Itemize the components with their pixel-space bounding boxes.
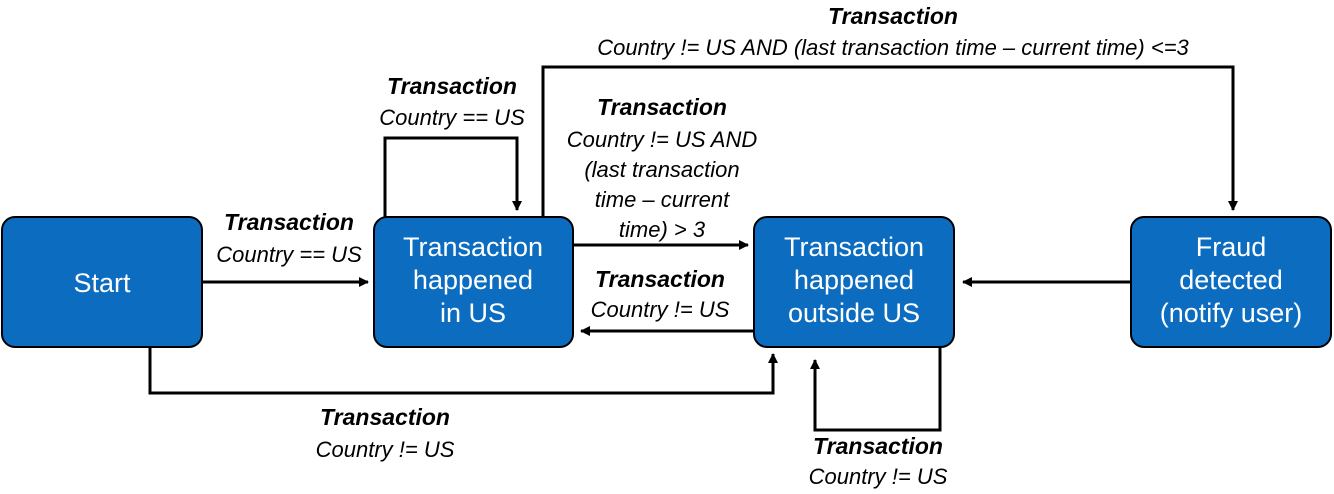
label-in-us-to-outside: Transaction Country != US AND (last tran… — [567, 94, 758, 242]
label-in-us-to-outside-condition-3: time – current — [595, 187, 730, 212]
label-in-us-self-loop: Transaction Country == US — [379, 73, 525, 130]
label-in-us-to-fraud-condition: Country != US AND (last transaction time… — [597, 35, 1189, 60]
label-in-us-self-condition: Country == US — [379, 105, 525, 130]
label-start-to-outside: Transaction Country != US — [316, 404, 455, 462]
label-outside-to-in-us-title: Transaction — [595, 266, 725, 292]
state-fraud-line-3: (notify user) — [1160, 298, 1303, 328]
label-start-to-in-us-title: Transaction — [224, 209, 354, 235]
state-outside-us-line-3: outside US — [788, 298, 920, 328]
label-in-us-to-outside-condition-1: Country != US AND — [567, 127, 758, 152]
label-in-us-to-fraud: Transaction Country != US AND (last tran… — [597, 3, 1189, 60]
label-in-us-to-fraud-title: Transaction — [828, 3, 958, 29]
state-outside-us-line-2: happened — [794, 265, 914, 295]
state-fraud-detected: Fraud detected (notify user) — [1130, 216, 1332, 348]
state-fraud-line-1: Fraud — [1196, 232, 1267, 262]
label-outside-self-loop: Transaction Country != US — [809, 433, 948, 489]
state-in-us: Transaction happened in US — [373, 216, 574, 348]
label-in-us-to-outside-condition-2: (last transaction — [584, 157, 739, 182]
state-start: Start — [1, 216, 203, 348]
state-fraud-line-2: detected — [1179, 265, 1283, 295]
state-outside-us-line-1: Transaction — [784, 232, 924, 262]
label-outside-to-in-us-condition: Country != US — [591, 297, 730, 322]
state-start-label: Start — [73, 268, 131, 298]
label-outside-to-in-us: Transaction Country != US — [591, 266, 730, 322]
state-in-us-line-2: happened — [413, 265, 533, 295]
edge-in-us-self-loop — [383, 136, 522, 217]
label-in-us-self-title: Transaction — [387, 73, 517, 99]
label-start-to-in-us-condition: Country == US — [216, 242, 362, 267]
state-in-us-line-3: in US — [440, 298, 506, 328]
label-in-us-to-outside-condition-4: time) > 3 — [619, 217, 706, 242]
label-start-to-outside-title: Transaction — [320, 404, 450, 430]
label-start-to-outside-condition: Country != US — [316, 437, 455, 462]
label-outside-self-condition: Country != US — [809, 464, 948, 489]
label-in-us-to-outside-title: Transaction — [597, 94, 727, 120]
label-outside-self-title: Transaction — [813, 433, 943, 459]
edge-outside-self-loop — [810, 348, 942, 432]
edge-start-to-outside — [148, 348, 778, 395]
state-in-us-line-1: Transaction — [403, 232, 543, 262]
state-outside-us: Transaction happened outside US — [753, 216, 955, 348]
edge-in-us-to-fraud — [541, 65, 1238, 217]
label-start-to-in-us: Transaction Country == US — [216, 209, 362, 267]
